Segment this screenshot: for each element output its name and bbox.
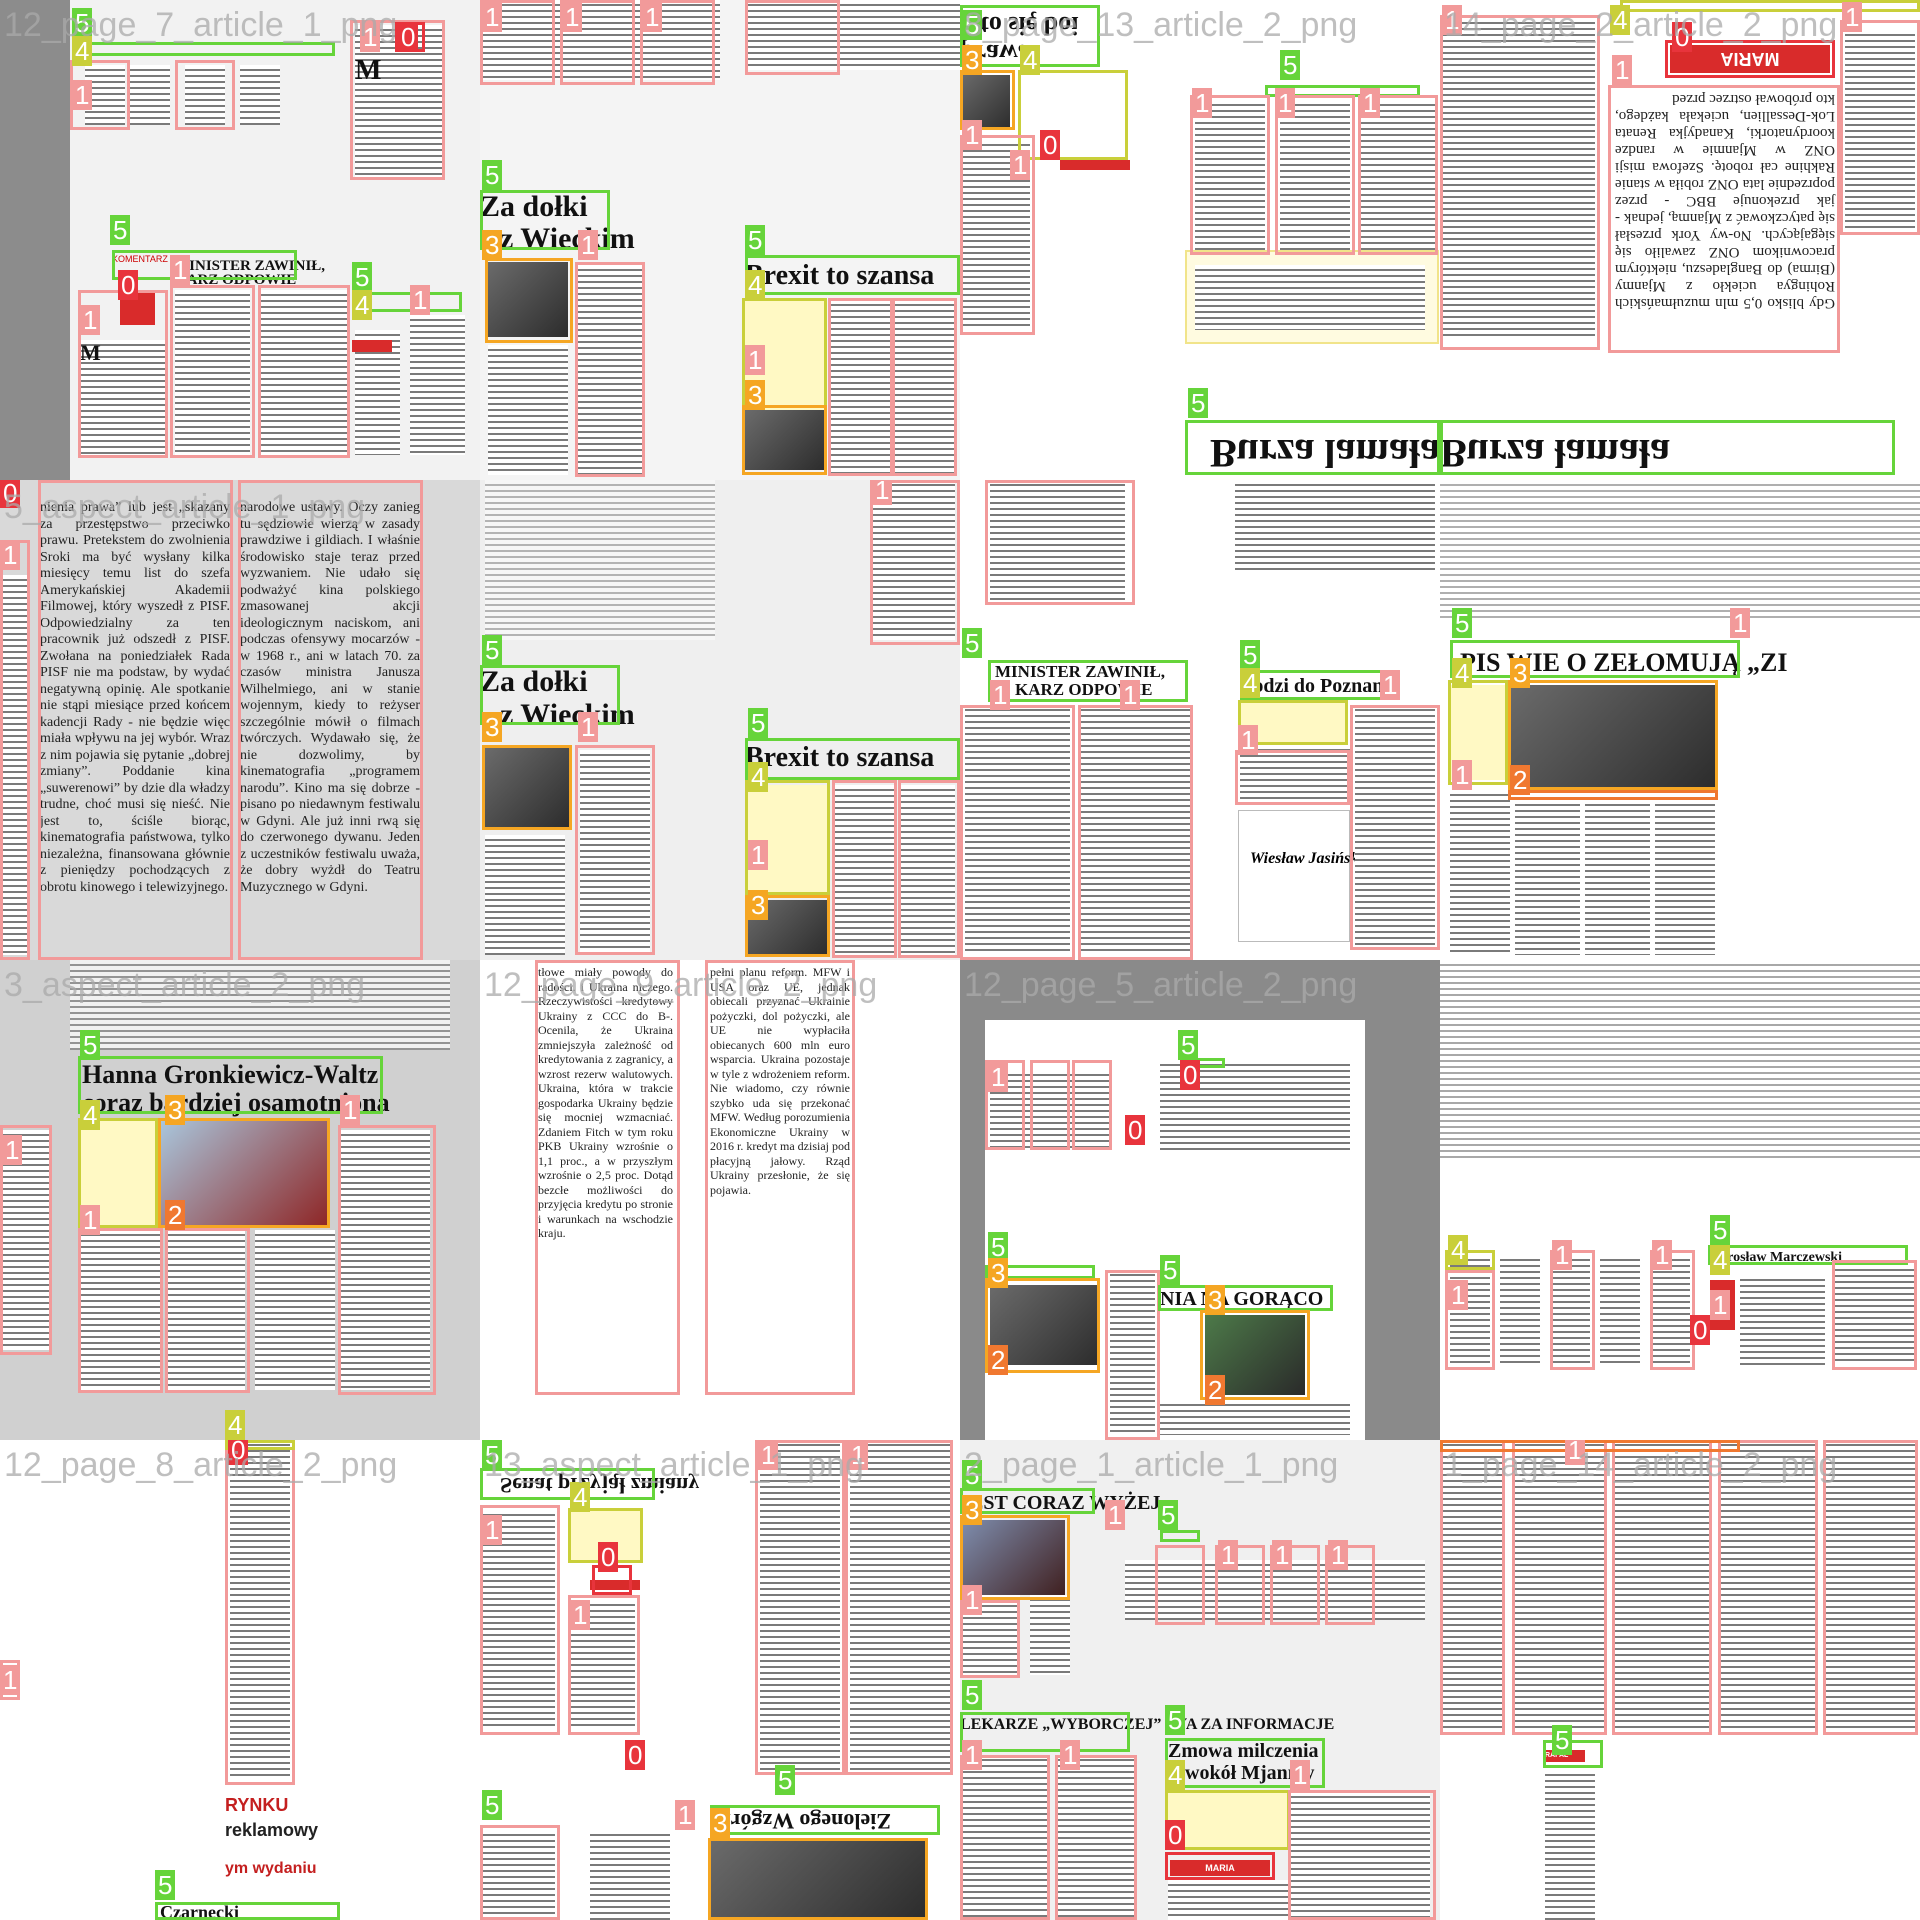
file-name: 12_page_8_article_2_png bbox=[4, 1446, 398, 1484]
file-name: 13_aspect_article_1_png bbox=[484, 1446, 864, 1484]
mosaic-tile-10: 12_page_9_article_2_png tłowe miały powo… bbox=[480, 960, 960, 1440]
file-name: 14_page_2_article_2_png bbox=[1444, 6, 1838, 44]
mosaic-tile-13: 12_page_8_article_2_png RYNKU reklamowy … bbox=[0, 1440, 480, 1920]
mosaic-tile-1: 12_page_7_article_1_png M 5 4 1 1 0 MINI… bbox=[0, 0, 480, 480]
mosaic-tile-5: 5_aspect_article_1_png nienia prawa” lub… bbox=[0, 480, 480, 960]
mosaic-tile-2: Za dołki z Wieckim Brexit to szansa 1 1 … bbox=[480, 0, 960, 480]
mosaic-tile-6: Za dołki z Wieckim Brexit to szansa 5 3 … bbox=[480, 480, 960, 960]
file-name: 12_page_9_article_2_png bbox=[484, 966, 878, 1004]
mosaic-tile-9: 3_aspect_article_2_png Hanna Gronkiewicz… bbox=[0, 960, 480, 1440]
mosaic-tile-4: 14_page_2_article_2_png MARIA KRUCZKOWSK… bbox=[1440, 0, 1920, 480]
mosaic-tile-14: 13_aspect_article_1_png Senat przyjął zm… bbox=[480, 1440, 960, 1920]
mosaic-tile-8: PIS WIE O ZEŁOMUJĄ „ZI 5 4 3 1 2 1 bbox=[1440, 480, 1920, 960]
file-name: 12_page_7_article_1_png bbox=[4, 6, 398, 44]
file-name: 3_aspect_article_2_png bbox=[4, 966, 366, 1004]
mosaic-tile-12: Mirosław Marczewski 4 1 1 1 5 4 1 0 bbox=[1440, 960, 1920, 1440]
mosaic-tile-15: 2_page_1_article_1_png JEST CORAZ WYŻEJ … bbox=[960, 1440, 1440, 1920]
mosaic-tile-11: 12_page_5_article_2_png NIA NA GORĄCO 5 … bbox=[960, 960, 1440, 1440]
mosaic-tile-16: 1_page_14_article_2_png RAFAŁ 1 5 bbox=[1440, 1440, 1920, 1920]
mosaic-tile-3: 8_page_13_article_2_png Kto się boi praw… bbox=[960, 0, 1440, 480]
mosaic-tile-7: MINISTER ZAWINIŁ, KARZ ODPOWIE Łodzi do … bbox=[960, 480, 1440, 960]
file-name: 12_page_5_article_2_png bbox=[964, 966, 1358, 1004]
file-name: 5_aspect_article_1_png bbox=[4, 488, 366, 526]
file-name: 1_page_14_article_2_png bbox=[1444, 1446, 1838, 1484]
file-name: 8_page_13_article_2_png bbox=[964, 6, 1358, 44]
file-name: 2_page_1_article_1_png bbox=[964, 1446, 1339, 1484]
